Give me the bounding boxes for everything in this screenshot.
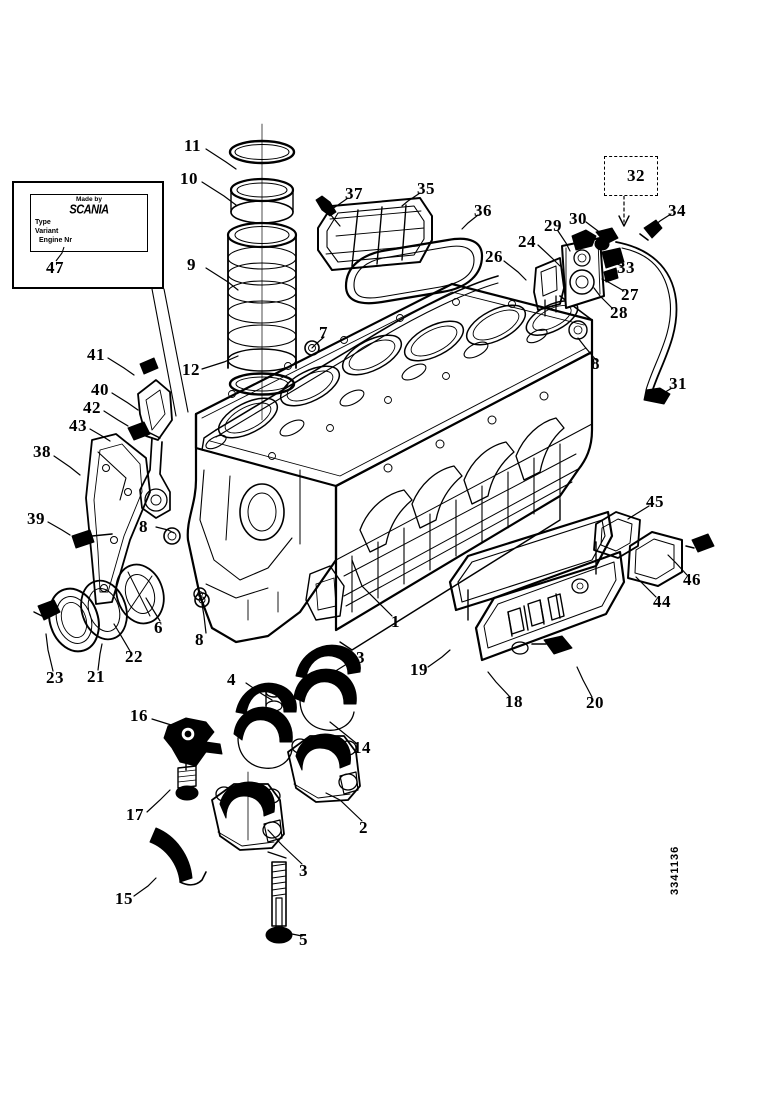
front-seal-group <box>33 527 210 653</box>
callout-14: 14 <box>353 738 371 757</box>
callout-3: 3 <box>299 861 308 880</box>
sensor-34 <box>639 219 663 241</box>
plate-variant-label: Variant <box>35 228 59 235</box>
callout-23: 23 <box>46 668 64 687</box>
callout-7: 7 <box>319 323 328 342</box>
callout-10: 10 <box>180 169 198 188</box>
callout-18: 18 <box>505 692 523 711</box>
oil-cooler-cover-group <box>448 510 715 662</box>
callout-8: 8 <box>591 354 600 373</box>
detail-callout-box-32: 32 <box>604 156 658 196</box>
callout-42: 42 <box>83 398 101 417</box>
callout-40: 40 <box>91 380 109 399</box>
callout-11: 11 <box>184 136 202 155</box>
callout-47: 47 <box>46 258 64 277</box>
callout-20: 20 <box>586 693 604 712</box>
callout-15: 15 <box>115 889 133 908</box>
callout-36: 36 <box>474 201 492 220</box>
callout-43: 43 <box>69 416 87 435</box>
callout-17: 17 <box>126 805 144 824</box>
callout-27: 27 <box>621 285 639 304</box>
left-bracket-group <box>71 357 173 605</box>
callout-39: 39 <box>27 509 45 528</box>
callout-37: 37 <box>345 184 363 203</box>
callout-16: 16 <box>130 706 148 725</box>
main-bearing-bolt-5 <box>265 851 293 944</box>
callout-44: 44 <box>653 592 671 611</box>
callout-31: 31 <box>669 374 687 393</box>
callout-33: 33 <box>617 258 635 277</box>
plate-leader-line <box>55 246 65 262</box>
callout-29: 29 <box>544 216 562 235</box>
piston-cooling-jet-16 <box>163 717 223 801</box>
callout-21: 21 <box>87 667 105 686</box>
callout-12: 12 <box>182 360 200 379</box>
sheet-number: 3341136 <box>669 845 681 895</box>
callout-13: 13 <box>347 648 365 667</box>
callout-2: 2 <box>359 818 368 837</box>
callout-41: 41 <box>87 345 105 364</box>
plate-engine-number-label: Engine Nr <box>39 237 73 244</box>
plate-made-by-label: Made by <box>75 196 102 203</box>
main-bearing-cap-2 <box>287 733 361 803</box>
oval-gasket-36 <box>344 237 484 305</box>
callout-35: 35 <box>417 179 435 198</box>
plate-brand-logo: SCANIA <box>69 203 109 217</box>
callout-6: 6 <box>154 618 163 637</box>
callout-45: 45 <box>646 492 664 511</box>
plate-type-label: Type <box>35 219 51 226</box>
callout-9: 9 <box>187 255 196 274</box>
main-bearing-cap-3 <box>211 771 285 851</box>
callout-8: 8 <box>195 630 204 649</box>
cylinder-block-1 <box>186 282 594 651</box>
callout-1: 1 <box>391 612 400 631</box>
engine-id-plate: Made by SCANIA Type Variant Engine Nr 47 <box>12 181 164 289</box>
callout-30: 30 <box>569 209 587 228</box>
callout-34: 34 <box>668 201 686 220</box>
side-cover-frame-35 <box>315 195 433 271</box>
callout-32: 32 <box>627 166 645 185</box>
callout-28: 28 <box>610 303 628 322</box>
callout-22: 22 <box>125 647 143 666</box>
callout-19: 19 <box>410 660 428 679</box>
callout-5: 5 <box>299 930 308 949</box>
callout-4: 4 <box>227 670 236 689</box>
oil-pipe-26 <box>201 275 499 453</box>
callout-24: 24 <box>518 232 536 251</box>
callout-46: 46 <box>683 570 701 589</box>
callout-38: 38 <box>33 442 51 461</box>
callout-8: 8 <box>139 517 148 536</box>
thrust-washer-15 <box>149 827 207 886</box>
engine-id-plate-inner: Made by SCANIA Type Variant Engine Nr <box>30 194 148 252</box>
callout-26: 26 <box>485 247 503 266</box>
